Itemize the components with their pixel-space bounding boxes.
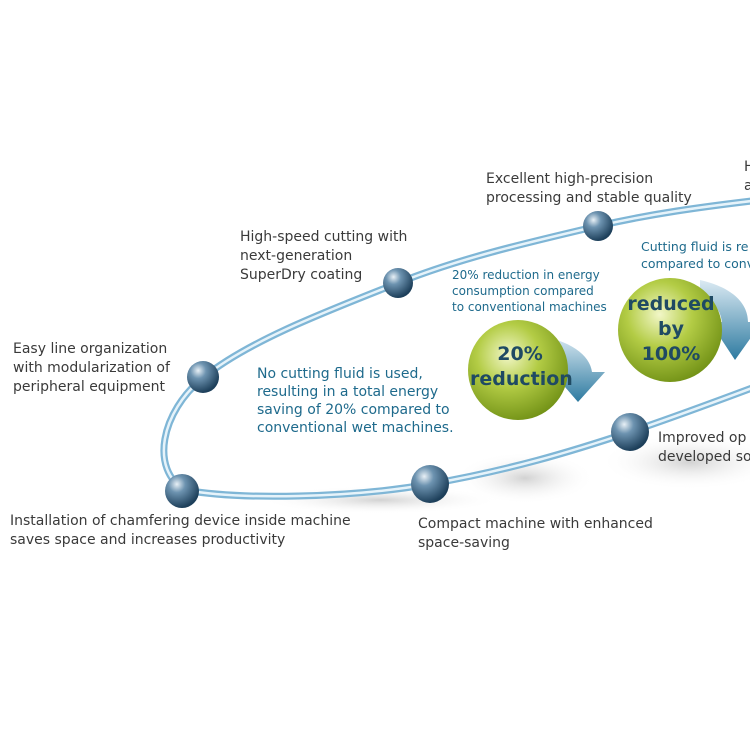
sphere-icon	[187, 361, 219, 393]
sphere-icon	[411, 465, 449, 503]
sphere-icon	[165, 474, 199, 508]
sphere-markers	[165, 211, 649, 508]
feature-top-right: H a	[744, 159, 750, 194]
feature-compact: Compact machine with enhanced space-savi…	[418, 516, 653, 551]
sphere-icon	[383, 268, 413, 298]
feature-line-organization: Easy line organization with modularizati…	[13, 341, 170, 395]
sphere-icon	[583, 211, 613, 241]
note-energy: 20% reduction in energy consumption comp…	[452, 268, 607, 314]
badge-energy: 20% reduction	[470, 343, 573, 390]
shadow	[455, 452, 595, 504]
badge-fluid: reduced by 100%	[627, 293, 715, 365]
note-fluid: Cutting fluid is re compared to conv	[641, 239, 750, 271]
green-ball-energy	[468, 320, 605, 420]
feature-improved: Improved op developed so	[658, 430, 750, 465]
down-arrow-icon	[700, 280, 750, 360]
sphere-icon	[611, 413, 649, 451]
note-no-fluid: No cutting fluid is used, resulting in a…	[257, 366, 454, 436]
feature-precision: Excellent high-precision processing and …	[486, 171, 692, 206]
feature-high-speed: High-speed cutting with next-generation …	[240, 229, 408, 283]
green-ball-fluid	[618, 278, 750, 382]
feature-chamfering: Installation of chamfering device inside…	[10, 513, 351, 548]
